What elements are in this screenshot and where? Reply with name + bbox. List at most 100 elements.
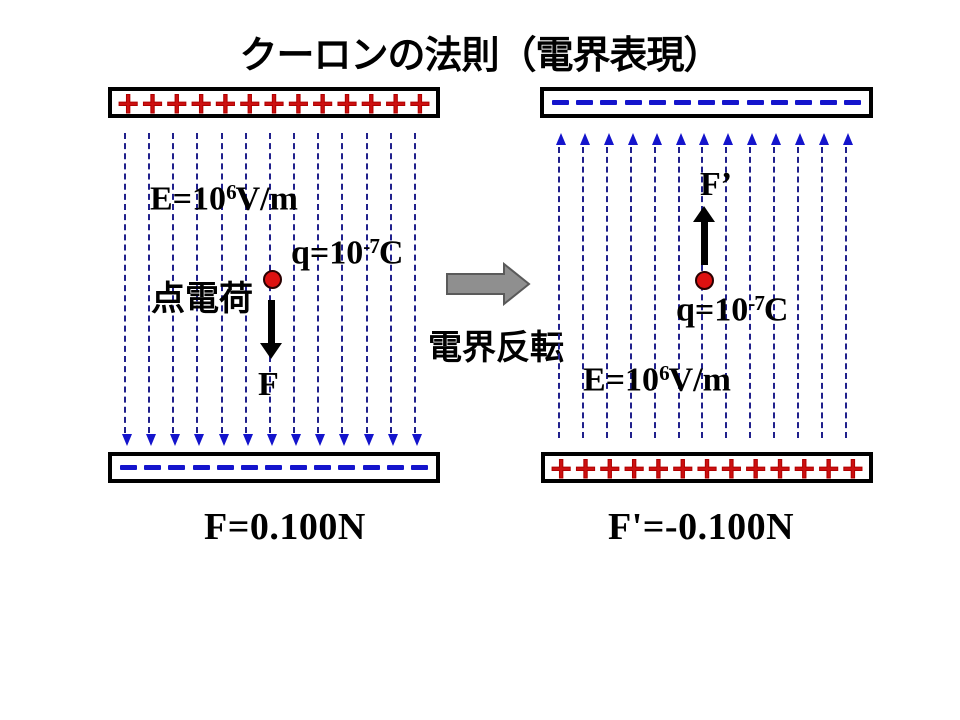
- right-force-result: F'=-0.100N: [608, 506, 795, 548]
- plus-symbol: +: [621, 450, 647, 485]
- field-line-arrow-down: [218, 133, 229, 446]
- left-charge-value-label: q=10-7C: [291, 234, 403, 273]
- right-top-plate-negative: −−−−−−−−−−−−−: [540, 87, 873, 118]
- field-line-arrow-up: [651, 133, 662, 438]
- transition-right-arrow: [446, 262, 531, 306]
- left-force-label: F: [258, 366, 279, 403]
- right-point-charge-dot: [695, 271, 714, 290]
- minus-symbol: −: [241, 465, 259, 470]
- field-line-arrow-up: [747, 133, 758, 438]
- left-force-result: F=0.100N: [204, 506, 366, 548]
- plus-symbol: +: [548, 450, 574, 485]
- minus-symbol: −: [722, 100, 740, 105]
- field-line-arrow-down: [146, 133, 157, 446]
- field-line-arrow-up: [603, 133, 614, 438]
- right-field-lines-up: [556, 133, 853, 438]
- field-line-arrow-up: [842, 133, 853, 438]
- plus-symbol: +: [670, 450, 695, 485]
- plus-symbol: +: [286, 85, 311, 120]
- minus-symbol: −: [386, 465, 404, 470]
- right-charge-value-label: q=10-7C: [676, 291, 788, 330]
- e-label-unit: V/m: [668, 361, 731, 399]
- plus-symbol: +: [310, 85, 335, 120]
- plus-symbol: +: [840, 450, 866, 485]
- e-label-base: E=10: [150, 180, 227, 218]
- q-label-unit: C: [763, 291, 789, 329]
- minus-symbol: −: [411, 465, 429, 470]
- field-line-arrow-up: [818, 133, 829, 438]
- field-line-arrow-up: [699, 133, 710, 438]
- field-line-arrow-down: [363, 133, 374, 446]
- q-label-exponent: -7: [363, 234, 380, 258]
- field-line-arrow-up: [723, 133, 734, 438]
- minus-symbol: −: [265, 465, 283, 470]
- field-line-arrow-up: [579, 133, 590, 438]
- field-line-arrow-down: [242, 133, 253, 446]
- plus-symbol: +: [694, 450, 720, 485]
- plus-symbol: +: [383, 85, 408, 120]
- field-line-arrow-up: [795, 133, 806, 438]
- minus-symbol: −: [819, 100, 837, 105]
- plus-symbol: +: [188, 85, 214, 120]
- left-bottom-plate-negative: −−−−−−−−−−−−−: [108, 452, 440, 483]
- field-line-arrow-down: [170, 133, 181, 446]
- field-line-arrow-down: [339, 133, 350, 446]
- field-line-arrow-down: [411, 133, 422, 446]
- minus-symbol: −: [697, 100, 715, 105]
- minus-symbol: −: [216, 465, 234, 470]
- plus-symbol: +: [213, 85, 238, 120]
- left-force-arrow-down: [260, 300, 282, 359]
- plus-symbol: +: [115, 85, 141, 120]
- arrow-shaft: [700, 222, 708, 265]
- field-line-arrow-up: [771, 133, 782, 438]
- plus-symbol: +: [597, 450, 622, 485]
- point-charge-label: 点電荷: [151, 280, 253, 318]
- field-line-arrow-down: [291, 133, 302, 446]
- field-line-arrow-down: [315, 133, 326, 446]
- left-top-plate-positive: +++++++++++++: [108, 87, 440, 118]
- field-line-arrow-down: [387, 133, 398, 446]
- plus-symbol: +: [407, 85, 433, 120]
- left-e-field-label: E=106V/m: [150, 180, 298, 219]
- right-e-field-label: E=106V/m: [583, 361, 731, 400]
- plus-symbol: +: [743, 450, 768, 485]
- slide-title: クーロンの法則（電界表現）: [239, 35, 721, 77]
- plus-symbol: +: [261, 85, 287, 120]
- plus-symbol: +: [140, 85, 165, 120]
- right-force-label: F’: [700, 166, 733, 203]
- minus-symbol: −: [143, 465, 161, 470]
- q-label-base: q=10: [291, 234, 364, 272]
- minus-symbol: −: [673, 100, 691, 105]
- right-bottom-plate-positive: +++++++++++++: [541, 452, 873, 483]
- plus-symbol: +: [573, 450, 598, 485]
- minus-symbol: −: [771, 100, 789, 105]
- right-force-arrow-up: [693, 206, 715, 265]
- minus-symbol: −: [746, 100, 764, 105]
- e-label-base: E=10: [583, 361, 660, 399]
- minus-symbol: −: [338, 465, 356, 470]
- minus-symbol: −: [795, 100, 813, 105]
- field-line-arrow-down: [194, 133, 205, 446]
- minus-symbol: −: [168, 465, 186, 470]
- plus-symbol: +: [719, 450, 744, 485]
- q-label-exponent: -7: [748, 291, 765, 315]
- minus-symbol: −: [600, 100, 618, 105]
- arrow-shaft: [267, 300, 275, 343]
- minus-symbol: −: [576, 100, 594, 105]
- q-label-base: q=10: [676, 291, 749, 329]
- minus-symbol: −: [289, 465, 307, 470]
- plus-symbol: +: [237, 85, 262, 120]
- plus-symbol: +: [359, 85, 384, 120]
- plus-symbol: +: [792, 450, 817, 485]
- field-line-arrow-up: [556, 133, 566, 438]
- transition-label: 電界反転: [428, 329, 564, 367]
- field-line-arrow-down: [122, 133, 132, 446]
- arrow-head: [693, 206, 715, 222]
- plus-symbol: +: [164, 85, 189, 120]
- minus-symbol: −: [362, 465, 380, 470]
- minus-symbol: −: [624, 100, 642, 105]
- minus-symbol: −: [551, 100, 569, 105]
- minus-symbol: −: [844, 100, 862, 105]
- plus-symbol: +: [816, 450, 841, 485]
